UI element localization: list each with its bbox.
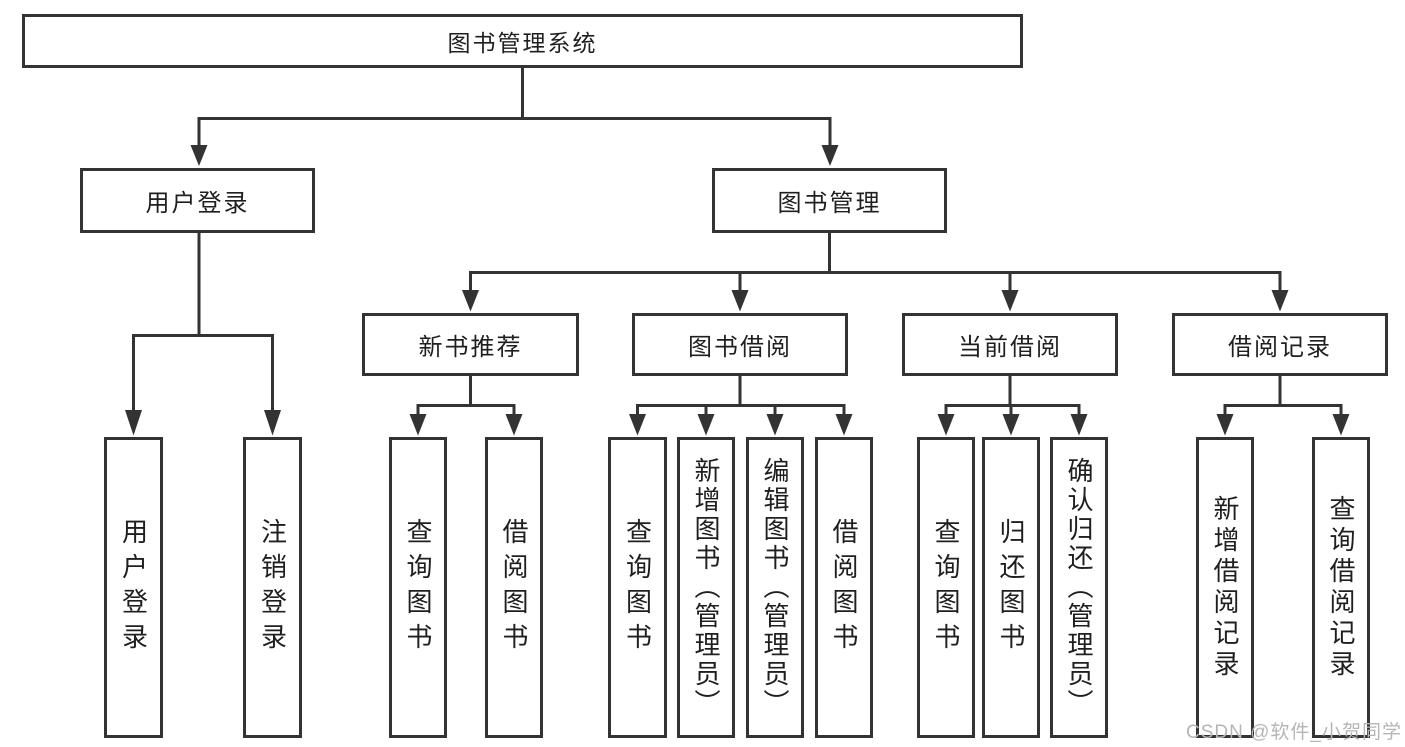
leaf-borrow-edit-books-admin: 编辑图书（管理员） xyxy=(746,437,804,738)
leaf-user-login-label: 用户登录 xyxy=(118,517,149,658)
leaf-records-query-record: 查询借阅记录 xyxy=(1312,437,1370,738)
leaf-records-add-record-label: 新增借阅记录 xyxy=(1210,494,1240,681)
node-root: 图书管理系统 xyxy=(22,14,1023,68)
node-new-book-recommend-label: 新书推荐 xyxy=(418,334,523,361)
leaf-current-confirm-return-admin-label: 确认归还（管理员） xyxy=(1064,457,1094,718)
node-new-book-recommend: 新书推荐 xyxy=(362,313,579,376)
leaf-borrow-query-books: 查询图书 xyxy=(608,437,667,738)
node-borrow-records: 借阅记录 xyxy=(1172,313,1388,376)
leaf-borrow-add-books-admin: 新增图书（管理员） xyxy=(677,437,735,738)
leaf-borrow-query-books-label: 查询图书 xyxy=(622,517,653,658)
leaf-logout-login-label: 注销登录 xyxy=(257,517,288,658)
leaf-current-query-books: 查询图书 xyxy=(917,437,975,738)
node-current-borrow: 当前借阅 xyxy=(902,313,1118,376)
leaf-records-add-record: 新增借阅记录 xyxy=(1196,437,1254,738)
connector-rails xyxy=(132,68,1343,418)
leaf-current-return-books-label: 归还图书 xyxy=(996,517,1026,658)
leaf-borrow-borrow-books: 借阅图书 xyxy=(815,437,873,738)
leaf-recommend-query-books: 查询图书 xyxy=(389,437,447,738)
leaf-logout-login: 注销登录 xyxy=(243,437,302,738)
leaf-borrow-edit-books-admin-label: 编辑图书（管理员） xyxy=(760,457,790,718)
arrowheads xyxy=(125,145,1350,436)
leaf-current-return-books: 归还图书 xyxy=(982,437,1040,738)
node-book-borrow-label: 图书借阅 xyxy=(688,334,792,361)
leaf-borrow-borrow-books-label: 借阅图书 xyxy=(829,517,859,658)
node-book-borrow: 图书借阅 xyxy=(632,313,848,376)
leaf-recommend-borrow-books-label: 借阅图书 xyxy=(499,517,529,658)
node-root-label: 图书管理系统 xyxy=(447,30,598,56)
leaf-borrow-add-books-admin-label: 新增图书（管理员） xyxy=(691,457,721,718)
node-user-login-label: 用户登录 xyxy=(145,190,250,217)
leaf-recommend-query-books-label: 查询图书 xyxy=(403,517,433,658)
node-book-management-label: 图书管理 xyxy=(777,190,882,217)
node-book-management: 图书管理 xyxy=(712,168,947,233)
leaf-records-query-record-label: 查询借阅记录 xyxy=(1326,494,1356,681)
leaf-current-confirm-return-admin: 确认归还（管理员） xyxy=(1050,437,1108,738)
leaf-recommend-borrow-books: 借阅图书 xyxy=(485,437,543,738)
leaf-user-login: 用户登录 xyxy=(104,437,163,738)
node-borrow-records-label: 借阅记录 xyxy=(1228,334,1332,361)
node-user-login: 用户登录 xyxy=(80,168,315,233)
leaf-current-query-books-label: 查询图书 xyxy=(931,517,961,658)
node-current-borrow-label: 当前借阅 xyxy=(958,334,1062,361)
csdn-watermark: CSDN @软件_小贺同学 xyxy=(1186,722,1402,743)
